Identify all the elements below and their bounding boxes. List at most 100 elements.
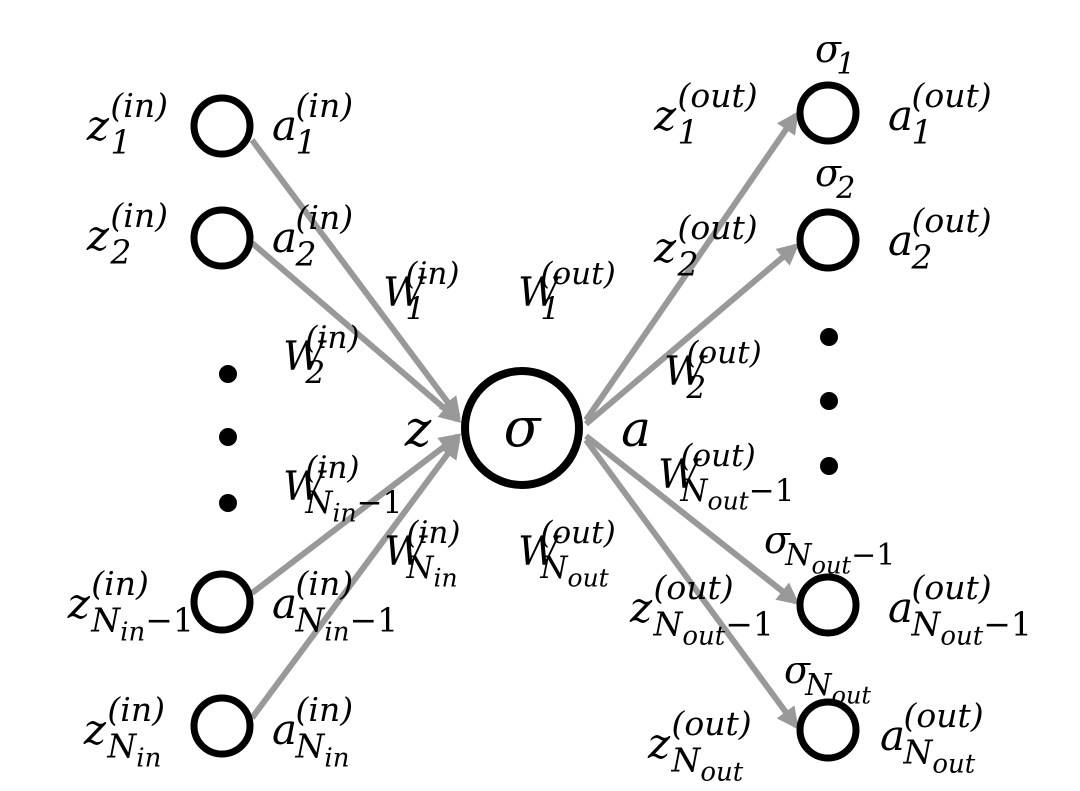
input-ellipsis (219, 365, 237, 512)
output-weight-label-3-base: W (658, 452, 702, 498)
input-edges (249, 138, 462, 720)
input-z-label-2-sup: (in) (110, 196, 168, 235)
input-a-label-1-sub: 1 (296, 122, 317, 161)
output-weight-label-4-base: W (518, 529, 562, 575)
output-node-n (796, 698, 860, 762)
output-a-label-2-sup: (out) (912, 201, 992, 240)
output-a-label-4-sub: Nout (903, 732, 976, 779)
edge-input-2 (250, 240, 462, 423)
ellipsis-dot (219, 365, 237, 383)
output-z-label-2-sup: (out) (678, 208, 758, 247)
input-z-label-4: z(in)Nin (83, 690, 165, 774)
output-weight-label-3: W(out)Nout−1 (658, 438, 794, 515)
output-a-label-2: a(out)2 (888, 201, 992, 277)
output-sigma-label-3-sub: Nout−1 (784, 538, 895, 579)
input-z-label-1: z(in)1 (86, 86, 168, 162)
input-weight-label-2: W(in)2 (283, 320, 359, 391)
ellipsis-dot (820, 457, 838, 475)
output-a-label-4-base: a (880, 711, 905, 760)
output-z-label-1-base: z (653, 91, 677, 140)
edge-output-1 (583, 111, 799, 422)
input-weight-label-1-base: W (383, 270, 427, 316)
output-a-label-3-sub: Nout−1 (911, 604, 1032, 651)
output-a-label-2-base: a (888, 216, 913, 265)
output-weight-label-3-sup: (out) (680, 438, 755, 474)
output-a-label-4-sup: (out) (904, 696, 984, 735)
input-weight-label-3-base: W (283, 464, 327, 510)
input-a-label-1: a(in)1 (272, 86, 353, 162)
input-a-label-3-base: a (272, 579, 297, 628)
edge-output-n (583, 438, 799, 730)
center-output-label: a (621, 400, 651, 458)
output-z-label-4: z(out)Nout (647, 704, 752, 788)
output-node-2 (796, 208, 860, 272)
input-weight-label-2-sup: (in) (305, 320, 359, 356)
output-z-label-3-base: z (629, 583, 653, 632)
edge-output-2 (584, 243, 800, 427)
output-a-label-4: a(out)Nout (880, 696, 984, 780)
input-weight-label-4-sup: (in) (406, 515, 460, 551)
output-weight-label-2-base: W (664, 349, 708, 395)
center-neuron (461, 367, 583, 489)
center-input-label: z (404, 400, 432, 458)
output-a-label-3-base: a (888, 583, 913, 632)
output-z-label-4-sub: Nout (671, 740, 744, 787)
input-weight-label-4-base: W (384, 529, 428, 575)
output-z-label-2-sub: 2 (677, 244, 699, 283)
input-a-label-2-sup: (in) (296, 198, 354, 237)
input-weight-label-1-sup: (in) (405, 256, 459, 292)
input-a-label-3: a(in)Nin−1 (272, 564, 398, 648)
output-ellipsis (820, 328, 838, 475)
input-z-label-4-sub: Nin (106, 726, 161, 773)
input-z-label-3-base: z (67, 579, 91, 628)
output-z-label-1-sub: 1 (678, 112, 699, 151)
input-node-n-1 (190, 570, 254, 634)
output-sigma-label-1-sub: 1 (836, 47, 855, 82)
input-node-2 (190, 206, 254, 270)
input-z-label-2-sub: 2 (109, 232, 131, 271)
input-z-label-3: z(in)Nin−1 (67, 564, 194, 648)
input-z-label-1-sup: (in) (110, 86, 168, 125)
output-a-label-3-sup: (out) (912, 568, 992, 607)
output-weight-label-2: W(out)2 (664, 335, 762, 406)
output-a-label-2-sub: 2 (911, 237, 933, 276)
output-a-label-3: a(out)Nout−1 (888, 568, 1032, 652)
edge-input-n (249, 436, 461, 720)
output-weight-label-1-sub: 1 (540, 291, 560, 327)
input-z-label-3-sub: Nin−1 (90, 600, 194, 647)
output-sigma-label-4-base: σ (784, 648, 811, 692)
input-node-1 (190, 94, 254, 158)
output-sigma-label-1-base: σ (815, 27, 842, 71)
input-a-label-2-base: a (272, 213, 297, 262)
output-sigma-label-3-base: σ (764, 518, 791, 562)
input-a-label-3-sup: (in) (296, 564, 354, 603)
input-z-label-4-base: z (83, 705, 107, 754)
output-nodes (796, 81, 860, 762)
input-z-label-4-sup: (in) (107, 690, 165, 729)
input-weight-label-2-sub: 2 (304, 355, 325, 391)
input-z-label-1-base: z (86, 101, 110, 150)
edge-input-1 (249, 138, 461, 420)
output-node-n-1 (796, 573, 860, 637)
input-weight-label-2-base: W (283, 334, 327, 380)
output-weight-label-2-sub: 2 (685, 370, 706, 406)
input-a-label-2-sub: 2 (295, 234, 317, 273)
input-weight-label-1: W(in)1 (383, 256, 459, 327)
ellipsis-dot (219, 494, 237, 512)
output-sigma-label-2-base: σ (815, 151, 842, 195)
output-z-label-2-base: z (653, 223, 677, 272)
input-a-label-2: a(in)2 (272, 198, 353, 274)
input-z-label-3-sup: (in) (91, 564, 149, 603)
output-a-label-1-base: a (888, 91, 913, 140)
output-z-label-2: z(out)2 (653, 208, 758, 284)
center-symbol: σ (504, 396, 543, 459)
output-node-1 (796, 81, 860, 145)
output-weight-label-1-sup: (out) (540, 256, 615, 292)
output-sigma-label-2: σ2 (815, 151, 855, 206)
output-z-label-3: z(out)Nout−1 (629, 568, 774, 652)
input-a-label-4-sup: (in) (296, 690, 354, 729)
input-a-label-1-sup: (in) (296, 86, 354, 125)
